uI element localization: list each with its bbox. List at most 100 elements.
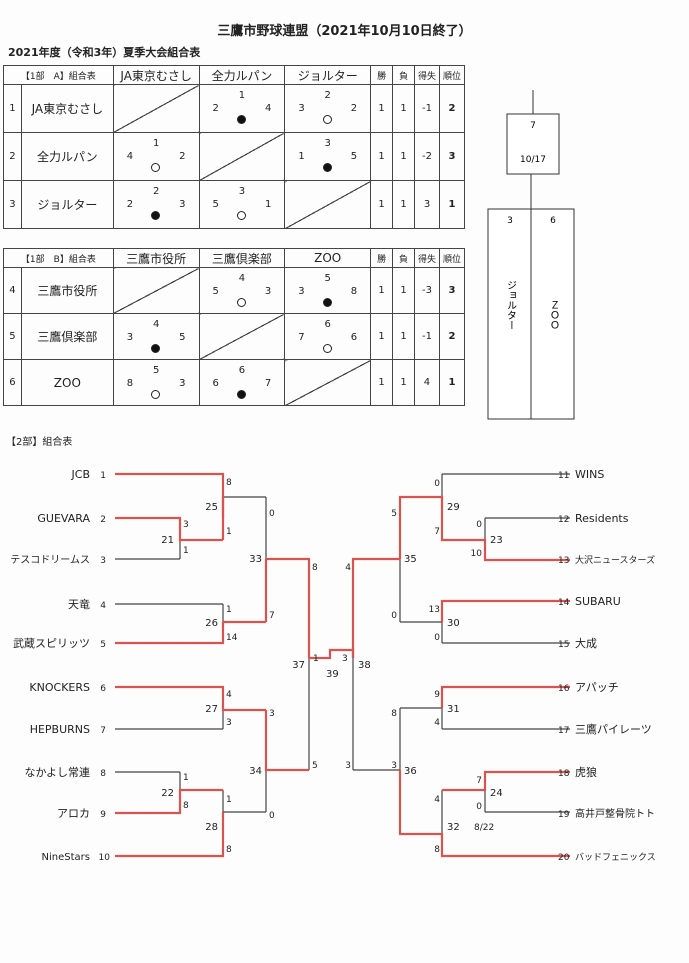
team-name: SUBARU — [575, 595, 621, 608]
stat-rank: 2 — [438, 313, 466, 360]
col-header: 三鷹倶楽部 — [198, 248, 286, 268]
win-mark-icon — [236, 115, 246, 124]
team-no: 12 — [558, 515, 569, 525]
row-no: 2 — [3, 132, 22, 181]
win-mark-icon — [322, 163, 332, 172]
team-name: 高井戸整骨院トト — [575, 807, 655, 820]
team-no: 4 — [100, 601, 106, 611]
team-name: 虎狼 — [575, 765, 597, 779]
stat-diff: -1 — [414, 313, 440, 360]
team-no: 8 — [100, 769, 106, 779]
score: 14 — [226, 633, 238, 643]
score: 3 — [226, 718, 232, 728]
team-name: 大沢ニュースターズ — [575, 554, 655, 566]
game-no: 21 — [161, 535, 174, 546]
score: 1 — [183, 546, 189, 556]
team-no: 6 — [100, 684, 106, 694]
score: 8 — [226, 478, 232, 488]
team-no: 1 — [100, 471, 106, 481]
diagonal-cell — [284, 180, 372, 229]
stat-rank: 1 — [438, 359, 466, 406]
team-name: 三鷹市役所 — [20, 267, 114, 314]
final-left-team: ジョルター — [505, 280, 517, 330]
score: 4 — [434, 718, 440, 728]
game-no: 32 — [447, 822, 460, 833]
score: 4 — [345, 563, 351, 573]
score: 1 — [183, 773, 189, 783]
team-name: アロカ — [57, 807, 90, 820]
col-header: JA東京むさし — [112, 65, 200, 85]
loss-mark-icon — [322, 344, 332, 353]
team-name: 武蔵スピリッツ — [13, 637, 90, 650]
team-no: 5 — [100, 640, 106, 650]
stat-rank: 1 — [439, 180, 465, 229]
team-name: 全力ルパン — [20, 132, 114, 181]
stat-rank: 3 — [438, 267, 466, 314]
team-name: テスコドリームス — [10, 554, 90, 566]
team-name: 三鷹倶楽部 — [20, 313, 114, 360]
team-no: 10 — [99, 853, 111, 863]
score: 9 — [434, 690, 440, 700]
team-no: 16 — [558, 684, 570, 694]
tournament-subtitle: 2021年度（令和3年）夏季大会組合表 — [8, 46, 201, 59]
game-date: 8/22 — [474, 823, 494, 833]
score: 7 — [269, 611, 275, 621]
game-no: 28 — [205, 822, 218, 833]
score: 1 — [313, 654, 319, 664]
diagonal-cell — [198, 313, 286, 360]
league-b-table: 【1部 B】組合表 三鷹市役所 三鷹倶楽部 ZOO 勝 負 得失 順位 4 三鷹… — [3, 248, 466, 406]
loss-mark-icon — [151, 163, 161, 172]
game-no: 35 — [404, 554, 417, 565]
final-game-no: 7 — [530, 121, 536, 131]
team-name: KNOCKERS — [29, 681, 90, 694]
score: 3 — [269, 709, 275, 719]
win-mark-icon — [236, 390, 246, 399]
team-no: 15 — [558, 640, 569, 650]
team-no: 2 — [100, 515, 106, 525]
score: 8 — [183, 801, 189, 811]
game-no: 23 — [490, 535, 503, 546]
league-a-table: 【1部 A】組合表 JA東京むさし 全力ルパン ジョルター 勝 負 得失 順位 … — [3, 65, 465, 229]
score: 0 — [269, 509, 275, 519]
score: 0 — [434, 479, 440, 489]
game-no: 38 — [358, 660, 371, 671]
stat-diff: -3 — [414, 267, 440, 314]
team-no: 9 — [100, 810, 106, 820]
game-no: 37 — [292, 660, 305, 671]
team-name: ジョルター — [20, 180, 114, 229]
team-name: Residents — [575, 512, 629, 525]
game-no: 25 — [205, 502, 218, 513]
game-no: 22 — [161, 788, 174, 799]
score: 8 — [312, 563, 318, 573]
game-no: 31 — [447, 704, 460, 715]
game-no: 29 — [447, 502, 460, 513]
game-no: 24 — [490, 788, 503, 799]
loss-mark-icon — [236, 298, 246, 307]
score: 8 — [391, 709, 397, 719]
score: 3 — [345, 761, 351, 771]
score: 3 — [183, 520, 189, 530]
game-no: 36 — [404, 766, 417, 777]
section2-label: 【2部】組合表 — [6, 437, 73, 448]
win-mark-icon — [151, 344, 161, 353]
final-left-score: 3 — [507, 216, 513, 226]
score: 4 — [226, 690, 232, 700]
team-name: GUEVARA — [37, 512, 90, 525]
score: 5 — [391, 509, 397, 519]
team-no: 3 — [100, 556, 106, 566]
team-no: 13 — [558, 556, 569, 566]
score: 7 — [434, 527, 440, 537]
score: 1 — [226, 795, 232, 805]
diagonal-cell — [284, 359, 372, 406]
score: 1 — [226, 527, 232, 537]
